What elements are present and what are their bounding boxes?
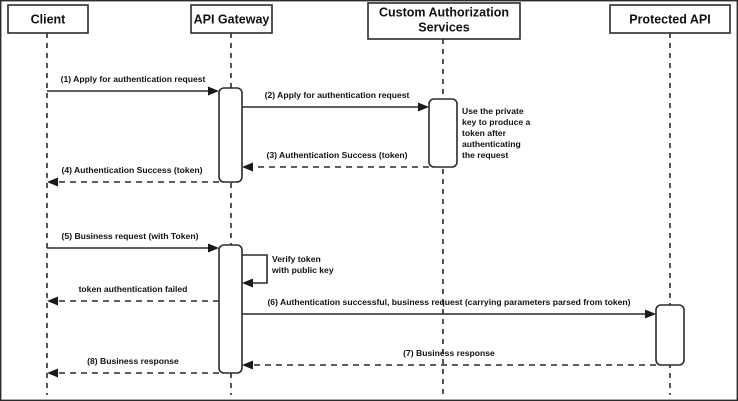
- note-private-key-line-3: token after: [462, 128, 507, 138]
- activation-api-gateway-2: [218, 244, 243, 374]
- message-4-label: (4) Authentication Success (token): [61, 165, 202, 175]
- participant-label-client: Client: [31, 12, 67, 26]
- message-token-authentication-failed-arrowhead: [47, 296, 58, 306]
- participant-label-custom-authorization-services-line2: Services: [418, 20, 469, 34]
- message-1-arrowhead: [208, 86, 219, 96]
- message-token-authentication-failed-label: token authentication failed: [79, 284, 188, 294]
- message-3: (3) Authentication Success (token): [242, 150, 429, 172]
- message-self-verify-token-arrowhead: [242, 278, 253, 288]
- note-private-key-line-4: authenticating: [462, 139, 521, 149]
- message-2: (2) Apply for authentication request: [242, 90, 429, 112]
- message-5-label: (5) Business request (with Token): [62, 231, 199, 241]
- message-6-arrowhead: [645, 309, 656, 319]
- message-2-arrowhead: [418, 102, 429, 112]
- note-private-key: Use the private key to produce a token a…: [462, 106, 531, 160]
- message-1-label: (1) Apply for authentication request: [61, 74, 206, 84]
- message-self-verify-token-line: [242, 254, 268, 284]
- participant-label-custom-authorization-services-line1: Custom Authorization: [379, 5, 509, 19]
- message-6-label: (6) Authentication successful, business …: [267, 297, 630, 307]
- message-self-verify-token-label-line1: Verify token: [272, 254, 321, 264]
- message-1: (1) Apply for authentication request: [47, 74, 219, 96]
- participant-box-custom-authorization-services[interactable]: [367, 2, 521, 40]
- message-5: (5) Business request (with Token): [47, 231, 219, 253]
- participant-api-gateway[interactable]: API Gateway: [190, 4, 273, 34]
- message-7-label: (7) Business response: [403, 348, 495, 358]
- message-4: (4) Authentication Success (token): [47, 165, 219, 187]
- message-self-verify-token-label-line2: with public key: [271, 265, 334, 275]
- participant-custom-authorization-services[interactable]: Custom Authorization Services: [367, 2, 521, 40]
- note-private-key-line-5: the request: [462, 150, 508, 160]
- message-token-authentication-failed: token authentication failed: [47, 284, 219, 306]
- activation-custom-authorization-services: [428, 98, 458, 168]
- message-2-label: (2) Apply for authentication request: [265, 90, 410, 100]
- participant-client[interactable]: Client: [7, 4, 89, 34]
- note-private-key-line-2: key to produce a: [462, 117, 531, 127]
- note-private-key-line-1: Use the private: [462, 106, 524, 116]
- participant-label-api-gateway: API Gateway: [194, 12, 270, 26]
- message-7-arrowhead: [242, 360, 253, 370]
- message-3-label: (3) Authentication Success (token): [266, 150, 407, 160]
- message-self-verify-token: Verify token with public key: [242, 254, 334, 288]
- participant-protected-api[interactable]: Protected API: [609, 4, 731, 34]
- message-8-arrowhead: [47, 368, 58, 378]
- message-5-arrowhead: [208, 243, 219, 253]
- participant-box-api-gateway[interactable]: [190, 4, 273, 34]
- message-8-label: (8) Business response: [87, 356, 179, 366]
- participant-label-protected-api: Protected API: [629, 12, 711, 26]
- message-3-arrowhead: [242, 162, 253, 172]
- participant-box-protected-api[interactable]: [609, 4, 731, 34]
- activation-api-gateway-1: [218, 87, 243, 183]
- message-7: (7) Business response: [242, 348, 656, 370]
- message-4-arrowhead: [47, 177, 58, 187]
- participant-box-client[interactable]: [7, 4, 89, 34]
- message-6: (6) Authentication successful, business …: [242, 297, 656, 319]
- message-8: (8) Business response: [47, 356, 219, 378]
- activation-protected-api: [655, 304, 685, 366]
